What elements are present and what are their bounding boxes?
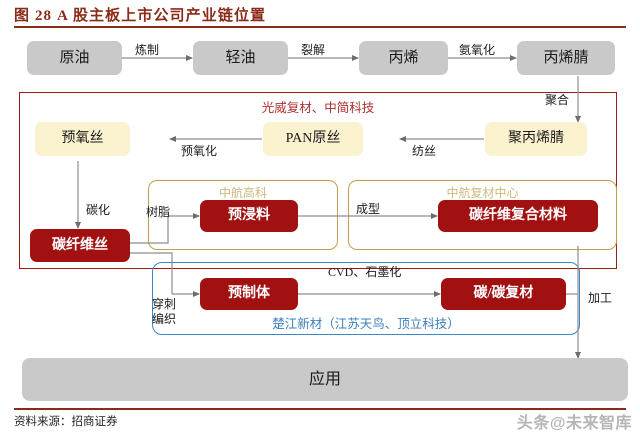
edge-label-refining: 炼制 (135, 43, 160, 57)
edge-label-piercing-weaving-1: 穿刺 (152, 297, 177, 311)
node-cf-composite[interactable]: 碳纤维复合材料 (438, 200, 598, 232)
node-application[interactable]: 应用 (22, 358, 628, 401)
group-precursor-companies-box (19, 92, 617, 269)
edge-label-processing: 加工 (588, 291, 613, 305)
node-pan-precursor[interactable]: PAN原丝 (263, 122, 363, 156)
group-chujiang-box (152, 262, 580, 335)
group-chujiang-label: 楚江新材（江苏天鸟、顶立科技） (272, 317, 460, 331)
figure-title: 图 28 A 股主板上市公司产业链位置 (14, 8, 267, 24)
footer-divider (14, 408, 626, 410)
group-avic-hitech-label: 中航高科 (218, 186, 267, 200)
edge-label-resin: 树脂 (146, 205, 171, 219)
title-divider (14, 26, 626, 28)
node-polyacrylonitrile[interactable]: 聚丙烯腈 (485, 122, 587, 156)
node-cc-composite[interactable]: 碳/碳复材 (441, 278, 566, 310)
node-crude-oil[interactable]: 原油 (27, 41, 122, 75)
edge-label-carbonization: 碳化 (86, 203, 111, 217)
node-carbon-fiber[interactable]: 碳纤维丝 (30, 229, 130, 262)
group-avic-composite-center-box (348, 180, 617, 250)
edge-label-cvd-graphitization: CVD、石墨化 (328, 265, 402, 279)
node-prepreg[interactable]: 预浸料 (200, 200, 298, 232)
node-preform[interactable]: 预制体 (200, 278, 298, 310)
watermark-label: 头条@未来智库 (516, 415, 632, 432)
node-preoxidized-fiber[interactable]: 预氧丝 (35, 122, 130, 156)
node-light-oil[interactable]: 轻油 (193, 41, 288, 75)
edge-label-polymerization: 聚合 (545, 93, 570, 107)
edge-label-preoxidation: 预氧化 (181, 144, 218, 158)
edge-label-ammoxidation: 氨氧化 (459, 43, 496, 57)
node-acrylonitrile[interactable]: 丙烯腈 (517, 41, 615, 75)
group-avic-hitech-box (148, 180, 338, 250)
edge-label-cracking: 裂解 (301, 43, 326, 57)
edge-label-spinning: 纺丝 (412, 144, 437, 158)
edge-label-forming: 成型 (356, 202, 381, 216)
source-note: 资料来源：招商证券 (14, 416, 118, 428)
group-avic-composite-center-label: 中航复材中心 (446, 186, 519, 200)
node-propylene[interactable]: 丙烯 (359, 41, 448, 75)
group-precursor-companies-label: 光威复材、中简科技 (261, 101, 375, 115)
edge-label-piercing-weaving-2: 编织 (152, 312, 177, 326)
